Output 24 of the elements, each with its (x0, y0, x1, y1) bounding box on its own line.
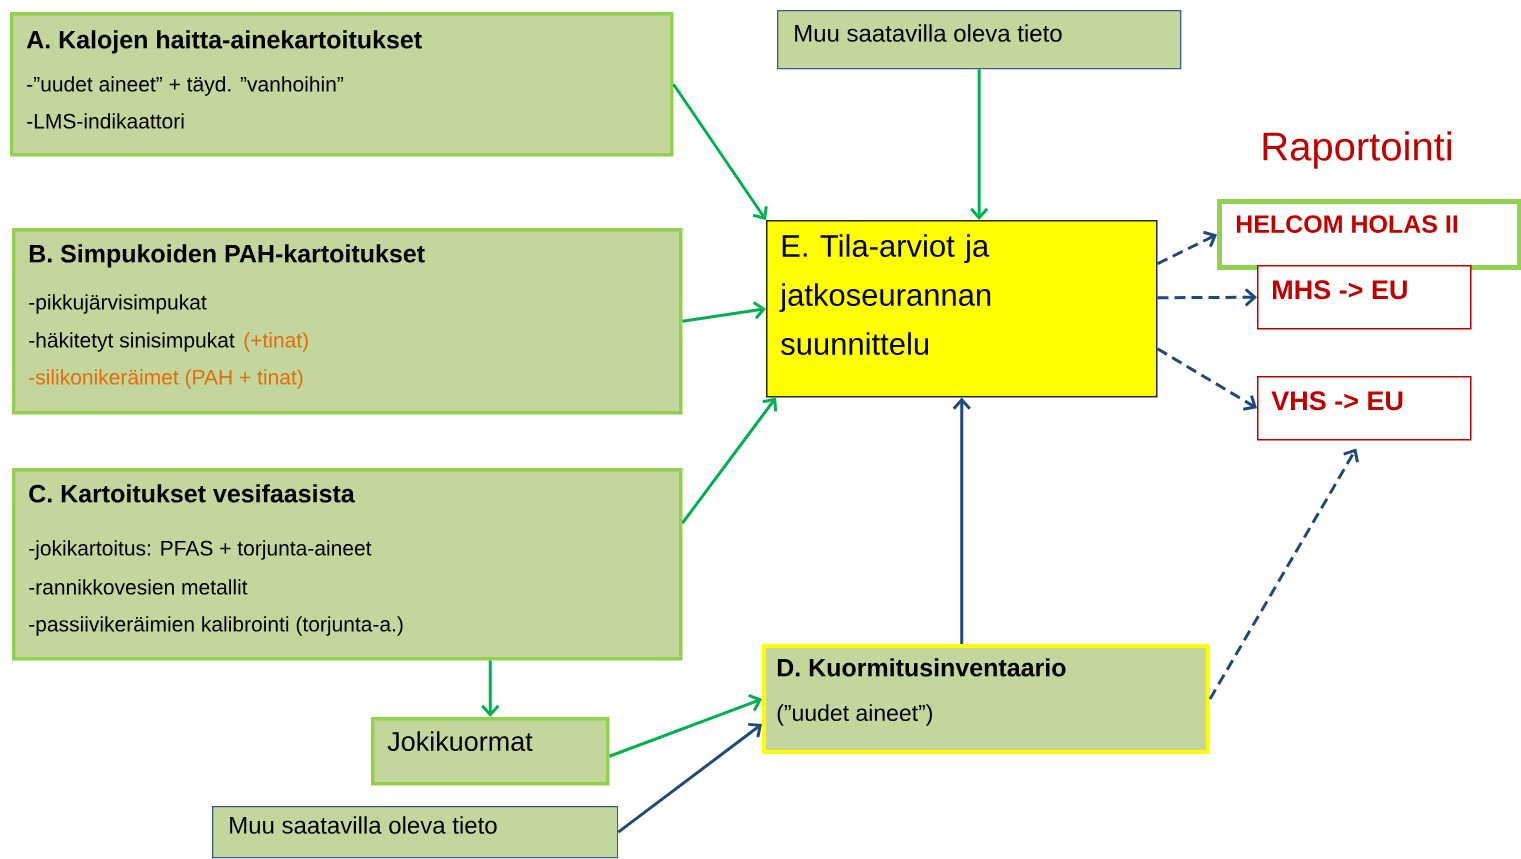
process-box: B. Simpukoiden PAH-kartoitukset -pikkujärvisimpukat -häkitetyt sinisimpukat (+tinat) -silikonikeräimet (PAH + tinat) (12, 228, 683, 415)
arrow (609, 694, 762, 758)
arrow (1156, 230, 1217, 266)
arrow (617, 722, 762, 834)
arrow (1156, 347, 1257, 411)
arrow (481, 660, 500, 717)
arrow (970, 69, 989, 220)
process-box: HELCOM HOLAS II (1217, 199, 1521, 270)
process-box: Jokikuormat (371, 717, 610, 786)
arrow (952, 397, 971, 644)
process-box: E. Tila-arviot ja jatkoseurannan suunnittelu (766, 220, 1158, 398)
arrow (672, 83, 768, 220)
process-box: C. Kartoitukset vesifaasista -jokikartoitus: PFAS + torjunta-aineet -rannikkovesien metallit -passiivikeräimien kalibrointi (torjunta-a.) (12, 468, 683, 661)
process-box: VHS -> EU (1257, 376, 1472, 441)
process-box: Muu saatavilla oleva tieto (212, 806, 619, 859)
arrow (681, 397, 778, 524)
arrow (1208, 448, 1359, 700)
arrow (682, 301, 766, 323)
process-box: A. Kalojen haitta-ainekartoitukset -”uudet aineet” + täyd. ”vanhoihin” -LMS-indikaattori (10, 12, 674, 157)
heading-label: Raportointi (1263, 131, 1451, 169)
process-box: Muu saatavilla oleva tieto (777, 10, 1182, 70)
arrow (1157, 288, 1257, 307)
process-box: MHS -> EU (1257, 265, 1472, 330)
process-box: D. Kuormitusinventaario (”uudet aineet”) (762, 644, 1210, 754)
